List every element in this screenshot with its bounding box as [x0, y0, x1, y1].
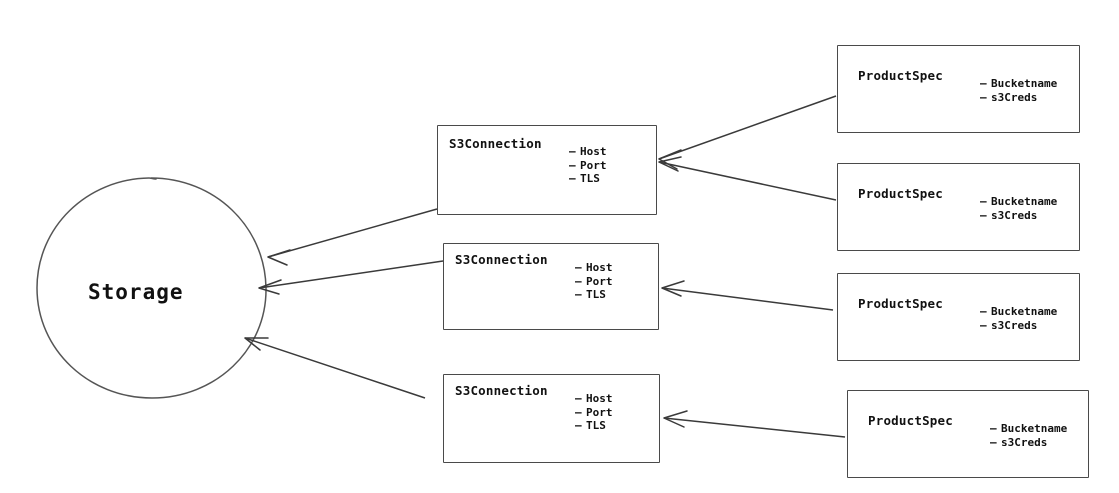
bullet-dash-icon: –	[990, 435, 997, 449]
productspec-2-title: ProductSpec	[858, 186, 943, 201]
s3connection-3-attr-port: –Port	[575, 406, 613, 420]
productspec-4-attr-bucketname: –Bucketname	[990, 422, 1067, 436]
bullet-dash-icon: –	[569, 172, 576, 185]
s3connection-3-attr-host: –Host	[575, 392, 613, 406]
s3connection-2-attr-tls: –TLS	[575, 288, 613, 302]
storage-circle-shape	[36, 177, 267, 399]
s3connection-3-title: S3Connection	[455, 383, 548, 398]
productspec-box-1[interactable]: ProductSpec –Bucketname –s3Creds	[837, 45, 1080, 133]
s3connection-box-1[interactable]: S3Connection –Host –Port –TLS	[437, 125, 657, 215]
bullet-dash-icon: –	[575, 288, 582, 301]
productspec-4-attr-bucketname-label: Bucketname	[1001, 422, 1068, 435]
arrow-productspec-4-to-s3connection-3	[663, 410, 846, 438]
bullet-dash-icon: –	[980, 90, 987, 104]
s3connection-1-title: S3Connection	[449, 136, 542, 151]
bullet-dash-icon: –	[569, 145, 576, 158]
bullet-dash-icon: –	[980, 318, 987, 332]
bullet-dash-icon: –	[990, 422, 997, 435]
bullet-dash-icon: –	[575, 419, 582, 432]
s3connection-1-attr-host: –Host	[569, 145, 607, 159]
productspec-1-attr-bucketname-label: Bucketname	[991, 77, 1058, 90]
s3connection-2-attr-port-label: Port	[586, 274, 613, 288]
productspec-2-attributes: –Bucketname –s3Creds	[980, 195, 1057, 222]
s3connection-2-attr-port: –Port	[575, 275, 613, 289]
productspec-3-attr-bucketname-label: Bucketname	[991, 305, 1058, 318]
productspec-3-attr-s3creds: –s3Creds	[980, 319, 1057, 333]
bullet-dash-icon: –	[980, 77, 987, 90]
productspec-4-attr-s3creds-label: s3Creds	[1001, 435, 1048, 449]
productspec-box-3[interactable]: ProductSpec –Bucketname –s3Creds	[837, 273, 1080, 361]
s3connection-3-attributes: –Host –Port –TLS	[575, 392, 613, 433]
bullet-dash-icon: –	[575, 274, 582, 288]
productspec-2-attr-bucketname: –Bucketname	[980, 195, 1057, 209]
productspec-1-attr-bucketname: –Bucketname	[980, 77, 1057, 91]
productspec-1-attributes: –Bucketname –s3Creds	[980, 77, 1057, 104]
storage-node-label: Storage	[88, 280, 184, 304]
productspec-3-attr-s3creds-label: s3Creds	[991, 318, 1038, 332]
arrow-productspec-2-to-s3connection-1	[658, 156, 837, 201]
s3connection-1-attr-host-label: Host	[580, 145, 607, 158]
productspec-2-attr-bucketname-label: Bucketname	[991, 195, 1058, 208]
bullet-dash-icon: –	[575, 392, 582, 405]
s3connection-2-attributes: –Host –Port –TLS	[575, 261, 613, 302]
bullet-dash-icon: –	[575, 405, 582, 419]
productspec-1-attr-s3creds: –s3Creds	[980, 91, 1057, 105]
productspec-box-2[interactable]: ProductSpec –Bucketname –s3Creds	[837, 163, 1080, 251]
productspec-2-attr-s3creds: –s3Creds	[980, 209, 1057, 223]
bullet-dash-icon: –	[575, 261, 582, 274]
productspec-box-4[interactable]: ProductSpec –Bucketname –s3Creds	[847, 390, 1089, 478]
arrow-productspec-1-to-s3connection-1	[658, 95, 837, 170]
productspec-1-title: ProductSpec	[858, 68, 943, 83]
s3connection-3-attr-port-label: Port	[586, 405, 613, 419]
s3connection-3-attr-host-label: Host	[586, 392, 613, 405]
productspec-1-attr-s3creds-label: s3Creds	[991, 90, 1038, 104]
s3connection-3-attr-tls-label: TLS	[586, 419, 606, 432]
productspec-4-attr-s3creds: –s3Creds	[990, 436, 1067, 450]
productspec-2-attr-s3creds-label: s3Creds	[991, 208, 1038, 222]
s3connection-1-attr-port-label: Port	[580, 158, 607, 172]
s3connection-3-attr-tls: –TLS	[575, 419, 613, 433]
bullet-dash-icon: –	[980, 208, 987, 222]
s3connection-box-3[interactable]: S3Connection –Host –Port –TLS	[443, 374, 660, 463]
s3connection-1-attr-tls-label: TLS	[580, 172, 600, 185]
s3connection-box-2[interactable]: S3Connection –Host –Port –TLS	[443, 243, 659, 330]
arrow-productspec-3-to-s3connection-2	[661, 280, 834, 311]
productspec-3-title: ProductSpec	[858, 296, 943, 311]
arrow-s3connection-3-to-storage	[244, 337, 426, 399]
bullet-dash-icon: –	[980, 305, 987, 318]
s3connection-2-title: S3Connection	[455, 252, 548, 267]
arrow-s3connection-2-to-storage	[258, 260, 444, 295]
bullet-dash-icon: –	[980, 195, 987, 208]
s3connection-1-attributes: –Host –Port –TLS	[569, 145, 607, 186]
productspec-4-title: ProductSpec	[868, 413, 953, 428]
arrow-s3connection-1-to-storage	[267, 208, 438, 266]
s3connection-2-attr-host-label: Host	[586, 261, 613, 274]
productspec-3-attr-bucketname: –Bucketname	[980, 305, 1057, 319]
productspec-4-attributes: –Bucketname –s3Creds	[990, 422, 1067, 449]
s3connection-1-attr-port: –Port	[569, 159, 607, 173]
s3connection-2-attr-host: –Host	[575, 261, 613, 275]
s3connection-2-attr-tls-label: TLS	[586, 288, 606, 301]
s3connection-1-attr-tls: –TLS	[569, 172, 607, 186]
bullet-dash-icon: –	[569, 158, 576, 172]
productspec-3-attributes: –Bucketname –s3Creds	[980, 305, 1057, 332]
